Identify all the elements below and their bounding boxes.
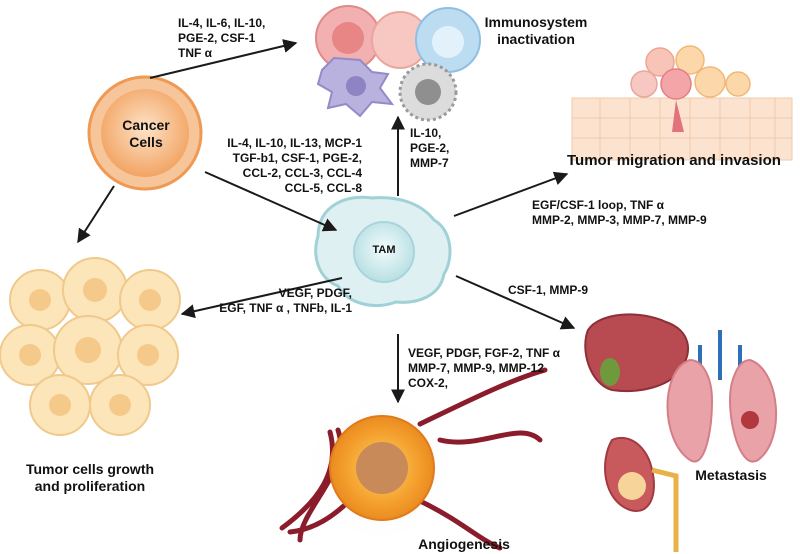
cancer-cell-icon (87, 75, 203, 191)
factors-tam-to-immune: IL-10, PGE-2, MMP-7 (410, 126, 450, 170)
migrating-cell (725, 71, 751, 97)
arrow-tam-to-metastasis (455, 275, 576, 330)
kidney-lesion (618, 472, 646, 500)
dendritic-cell-nucleus (346, 76, 366, 96)
ureter (651, 467, 679, 552)
migration-invasion-title: Tumor migration and invasion (567, 152, 781, 169)
arrow-tam-to-growth (180, 277, 343, 319)
migrating-cell (660, 68, 692, 100)
factors-cancer-to-tam: IL-4, IL-10, IL-13, MCP-1 TGF-b1, CSF-1,… (227, 136, 362, 195)
immune-inactivation-title: Immunosystem inactivation (484, 14, 588, 47)
immune-cell-blue-nucleus (432, 26, 464, 58)
epithelium-icon (571, 45, 793, 161)
growth-proliferation-title: Tumor cells growth and proliferation (25, 461, 155, 494)
invasion-track (672, 100, 684, 132)
immune-cell-grey-nucleus (415, 79, 441, 105)
factors-tam-to-growth: VEGF, PDGF, EGF, TNF α , TNFb, IL-1 (219, 286, 352, 315)
metastasis-title: Metastasis (695, 467, 767, 483)
factors-tam-to-metastasis: CSF-1, MMP-9 (508, 283, 589, 297)
angiogenesis-title: Angiogenesis (418, 536, 510, 552)
arrow-cancer-to-tam (204, 171, 338, 232)
arrow-cancer-to-growth (77, 185, 115, 244)
pathway-arrows (77, 39, 576, 404)
tam-icon (314, 195, 452, 307)
tumor-core (356, 442, 408, 494)
lung-lesion (741, 411, 759, 429)
cancer-cell-body (101, 89, 189, 177)
organs-icon (584, 313, 778, 552)
immune-cells-icon (315, 5, 481, 122)
angiogenesis-icon (279, 367, 548, 551)
migrating-cell (694, 66, 726, 98)
cancer-cells-label: Cancer Cells (122, 117, 170, 150)
immune-cell-red-nucleus (332, 22, 364, 54)
tam-nucleus (353, 221, 415, 283)
factors-tam-to-angiogenesis: VEGF, PDGF, FGF-2, TNF α MMP-7, MMP-9, M… (408, 346, 561, 390)
migrating-cell (645, 47, 675, 77)
tam-label: TAM (372, 244, 396, 256)
right-lung (728, 358, 778, 463)
tumor-cluster-icon (0, 257, 181, 436)
factors-tam-to-migration: EGF/CSF-1 loop, TNF α MMP-2, MMP-3, MMP-… (532, 198, 707, 227)
migrating-cell (630, 70, 658, 98)
gallbladder (600, 358, 620, 386)
blood-vessels (279, 367, 548, 551)
factors-cancer-to-immune: IL-4, IL-6, IL-10, PGE-2, CSF-1 TNF α (178, 16, 266, 60)
migrating-cell (675, 45, 705, 75)
arrow-tam-to-migration (453, 171, 569, 217)
arrow-cancer-to-immune (149, 39, 298, 79)
left-lung (666, 358, 714, 463)
